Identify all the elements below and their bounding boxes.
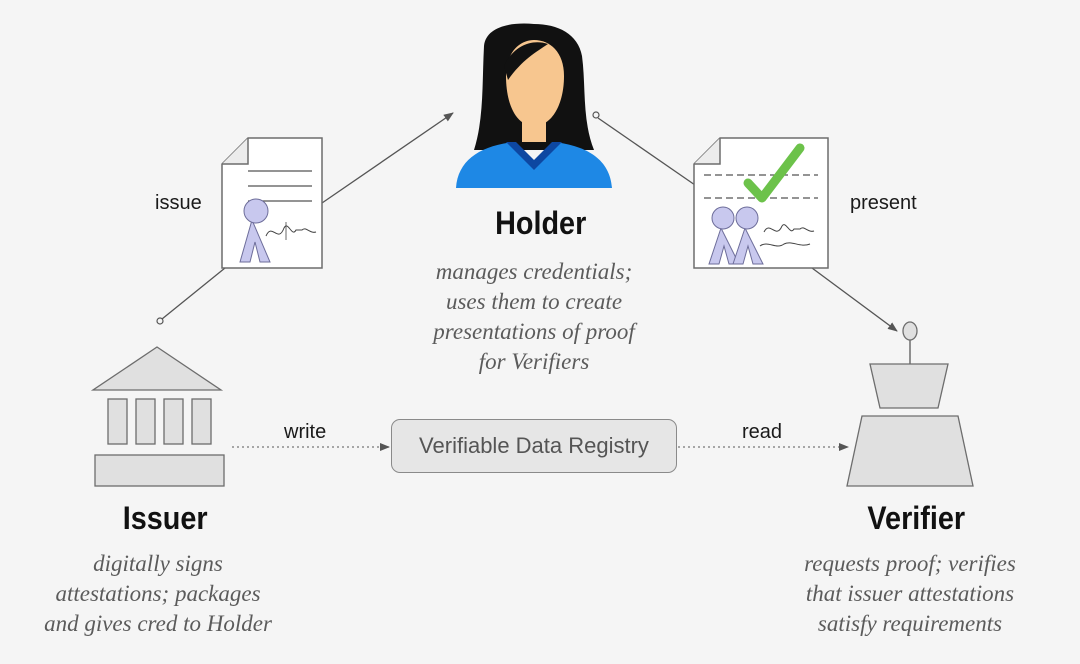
holder-description: manages credentials; uses them to create… — [384, 257, 684, 377]
credential-document-icon — [221, 137, 323, 269]
building-icon — [90, 346, 225, 487]
verifier-description-line: satisfy requirements — [817, 611, 1003, 636]
present-label: present — [850, 192, 917, 214]
holder-description-line: manages credentials; — [435, 259, 633, 284]
holder-person-icon — [456, 23, 612, 188]
podium-icon — [846, 321, 974, 487]
verifier-description: requests proof; verifies that issuer att… — [770, 549, 1050, 639]
present-arrow — [592, 111, 898, 332]
person-seal-icon — [239, 198, 271, 263]
issuer-title: Issuer — [122, 500, 208, 536]
checkmark-icon — [743, 143, 805, 203]
holder-description-line: presentations of proof — [433, 319, 635, 344]
write-label: write — [284, 421, 327, 443]
issuer-description: digitally signs attestations; packages a… — [18, 549, 298, 639]
presentation-document-icon — [693, 137, 829, 269]
issuer-description-line: attestations; packages — [55, 581, 261, 606]
registry-label: Verifiable Data Registry — [419, 433, 649, 458]
issue-arrow — [156, 112, 454, 325]
holder-description-line: uses them to create — [445, 289, 623, 314]
issuer-description-line: digitally signs — [93, 551, 223, 576]
issuer-description-line: and gives cred to Holder — [44, 611, 272, 636]
holder-title: Holder — [495, 205, 587, 241]
read-label: read — [742, 421, 783, 443]
person-seal-icon — [708, 206, 764, 265]
holder-description-line: for Verifiers — [478, 349, 590, 374]
verifier-title: Verifier — [867, 500, 966, 536]
verifier-description-line: requests proof; verifies — [804, 551, 1016, 576]
verifier-description-line: that issuer attestations — [805, 581, 1015, 606]
verifiable-data-registry: Verifiable Data Registry — [391, 419, 677, 473]
issue-label: issue — [155, 192, 202, 214]
